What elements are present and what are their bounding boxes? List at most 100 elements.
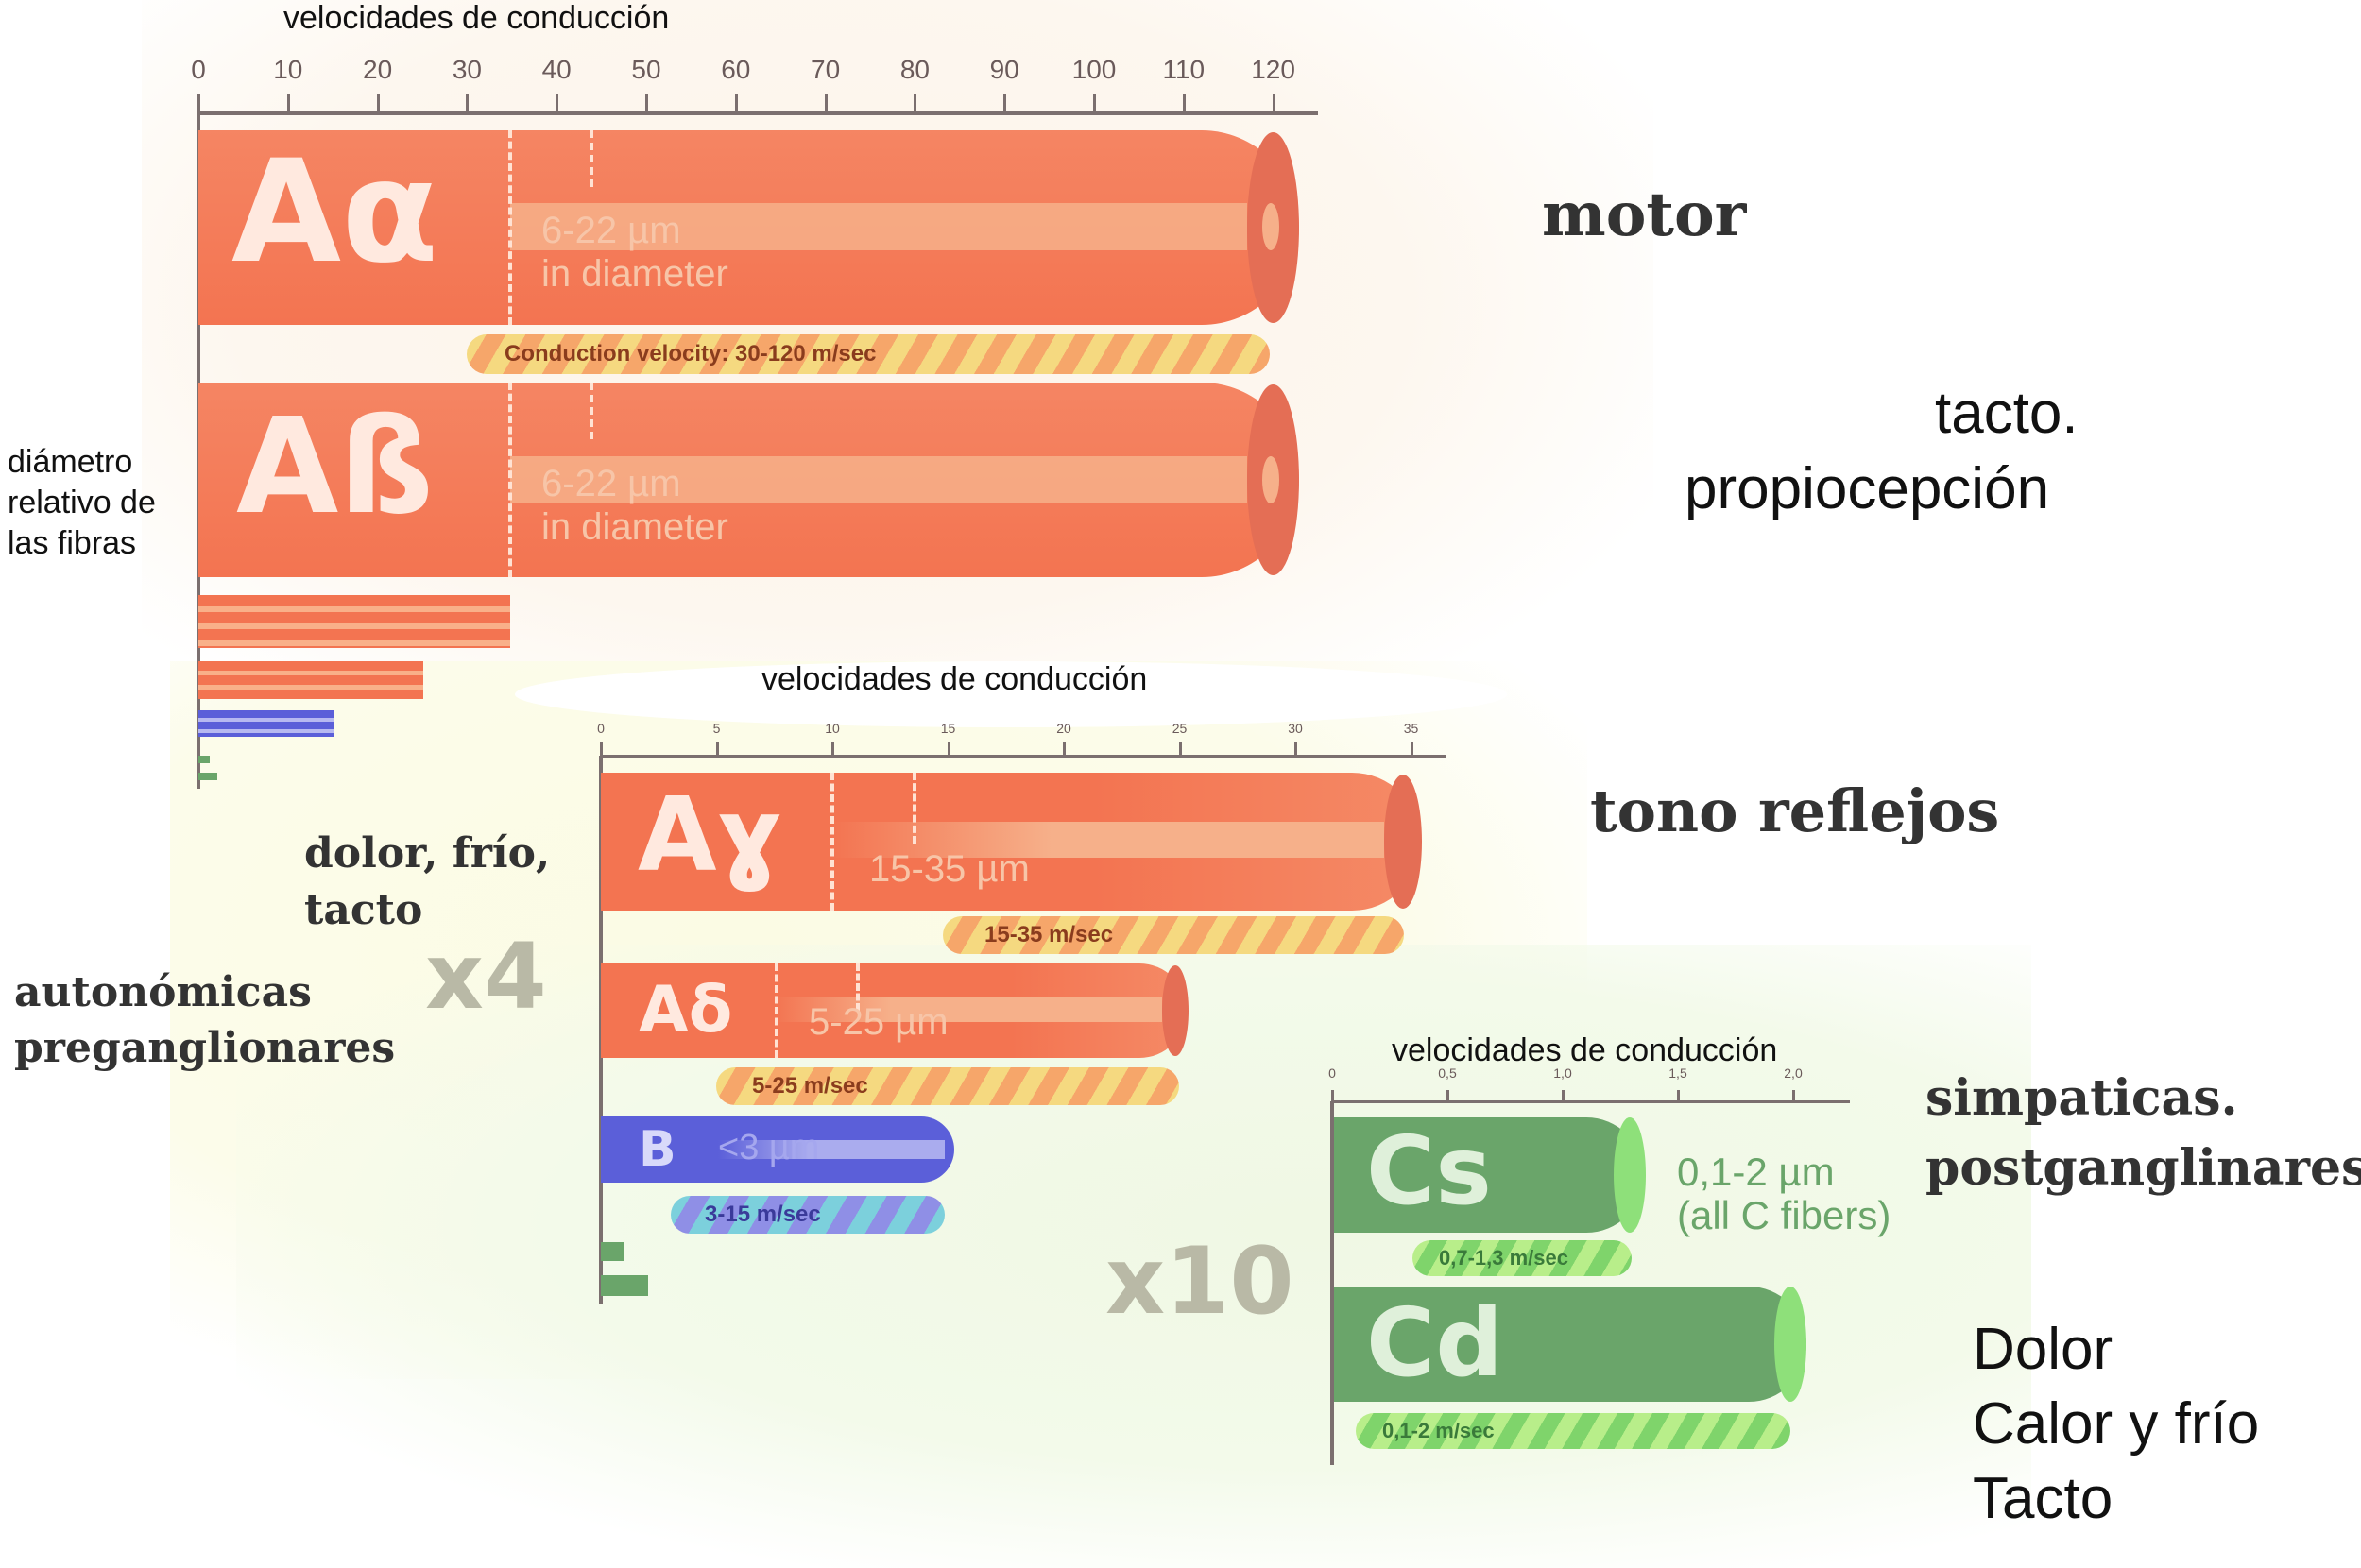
diameter-note-line-2: relativo de	[8, 485, 156, 520]
axis-tick	[715, 742, 719, 756]
label-x4: x4	[425, 924, 547, 1030]
axis-tick-label: 20	[1056, 721, 1071, 736]
fiber-cs-end-cap	[1614, 1117, 1646, 1233]
fiber-a-alpha-diameter: 6-22 µm	[541, 210, 681, 251]
chart-3-title: velocidades de conducción	[1392, 1032, 1778, 1068]
fiber-b-velocity-text: 3-15 m/sec	[705, 1202, 821, 1227]
axis-tick	[1182, 94, 1186, 113]
fiber-a-delta-end-cap	[1162, 965, 1189, 1056]
fiber-cd-end-cap	[1774, 1287, 1806, 1402]
axis-tick	[1272, 94, 1275, 113]
fiber-a-gamma-label: Aɣ	[638, 776, 783, 895]
fiber-a-alpha-label: Aα	[231, 130, 439, 295]
label-autonomicas-line1: autonómicas	[14, 968, 312, 1016]
fiber-a-delta-dash-1	[775, 963, 778, 1058]
fiber-a-gamma-dash-2	[913, 773, 916, 844]
chart-1-axis-line	[198, 111, 1318, 115]
fiber-a-alpha-velocity-text: Conduction velocity: 30-120 m/sec	[505, 341, 877, 366]
axis-tick	[1178, 742, 1182, 756]
c-diameter-note-line-1: 0,1-2 µm	[1677, 1150, 1835, 1194]
chart-1-title: velocidades de conducción	[283, 0, 670, 36]
chart-2-title: velocidades de conducción	[761, 661, 1148, 697]
axis-tick-label: 0,5	[1438, 1065, 1457, 1081]
axis-tick-label: 60	[721, 55, 751, 84]
fiber-a-delta-velocity-text: 5-25 m/sec	[752, 1073, 868, 1099]
relative-bar-a-gamma	[198, 595, 510, 648]
axis-tick	[1294, 742, 1297, 756]
relative-bar-b	[198, 710, 334, 737]
axis-tick-label: 100	[1071, 55, 1117, 84]
axis-tick-label: 30	[1288, 721, 1303, 736]
fiber-a-beta-dash-1	[508, 383, 512, 577]
label-tacto-line1: tacto.	[1935, 381, 2079, 446]
fiber-a-beta-label: Aß	[236, 390, 435, 544]
fiber-a-gamma-diameter: 15-35 µm	[869, 848, 1030, 890]
axis-tick-label: 15	[940, 721, 956, 736]
label-c-line2: Calor y frío	[1973, 1391, 2260, 1457]
label-tono-reflejos: tono reflejos	[1590, 776, 2000, 845]
axis-tick	[1063, 742, 1066, 756]
fiber-cs-velocity-text: 0,7-1,3 m/sec	[1439, 1246, 1568, 1270]
fiber-b-label: B	[639, 1121, 676, 1178]
fiber-cd-label: Cd	[1366, 1287, 1503, 1398]
axis-tick	[1093, 94, 1096, 113]
axis-tick-label: 120	[1251, 55, 1295, 84]
diameter-note-line-3: las fibras	[8, 525, 137, 561]
label-autonomicas-line2: preganglionares	[14, 1024, 396, 1072]
label-simpaticas-line1: simpaticas.	[1925, 1069, 2238, 1127]
fiber-a-beta-diameter-line2: in diameter	[541, 506, 728, 548]
label-x10: x10	[1105, 1228, 1294, 1336]
fiber-a-gamma-core	[831, 822, 1384, 858]
fiber-a-alpha-core	[510, 203, 1247, 250]
axis-tick	[824, 94, 828, 113]
c-diameter-note-line-2: (all C fibers)	[1677, 1193, 1891, 1237]
fiber-a-gamma-velocity-pill: 15-35 m/sec	[943, 916, 1404, 954]
fiber-a-alpha-diameter-line2: in diameter	[541, 253, 728, 295]
relative-bar-c-2	[198, 773, 217, 780]
chart-2-c-bar-1	[601, 1242, 624, 1261]
axis-tick	[466, 94, 470, 113]
axis-tick	[286, 94, 290, 113]
fiber-a-beta-core	[510, 456, 1247, 503]
axis-tick-label: 10	[273, 55, 303, 84]
axis-tick	[645, 94, 648, 113]
axis-tick	[376, 94, 380, 113]
label-tacto-line2: propiocepción	[1685, 456, 2050, 521]
fiber-a-gamma-velocity-text: 15-35 m/sec	[984, 922, 1114, 947]
fiber-b-diameter: <3 µm	[718, 1128, 820, 1167]
axis-tick	[914, 94, 917, 113]
axis-tick	[1331, 1090, 1334, 1101]
fiber-cs-label: Cs	[1366, 1116, 1492, 1226]
fiber-a-gamma-dash-1	[830, 773, 834, 911]
diameter-note: diámetro relativo de las fibras	[8, 442, 156, 564]
axis-tick	[734, 94, 738, 113]
fiber-a-alpha-dash-1	[508, 130, 512, 325]
axis-tick	[831, 742, 834, 756]
fiber-a-delta-diameter: 5-25 µm	[809, 1001, 949, 1043]
axis-tick	[1446, 1090, 1449, 1101]
axis-tick	[556, 94, 559, 113]
label-dolor-line2: tacto	[304, 886, 423, 934]
axis-tick-label: 80	[899, 55, 930, 84]
axis-tick-label: 0	[597, 721, 605, 736]
axis-tick	[1003, 94, 1007, 113]
axis-tick-label: 0	[1328, 1065, 1336, 1081]
chart-3-vertical-axis	[1330, 1101, 1334, 1465]
chart-2-axis-line	[601, 755, 1446, 758]
axis-tick-label: 1,0	[1553, 1065, 1572, 1081]
axis-tick	[947, 742, 950, 756]
fiber-cd-velocity-text: 0,1-2 m/sec	[1382, 1419, 1495, 1442]
fiber-a-beta-diameter: 6-22 µm	[541, 463, 681, 504]
label-c-line3: Tacto	[1973, 1466, 2113, 1531]
axis-tick-label: 30	[452, 55, 482, 84]
axis-tick-label: 1,5	[1668, 1065, 1687, 1081]
axis-tick-label: 35	[1403, 721, 1419, 736]
fiber-a-beta-dash-2	[590, 383, 593, 439]
axis-tick-label: 110	[1162, 55, 1206, 84]
fiber-a-beta-end-dot	[1262, 456, 1279, 503]
axis-tick	[1792, 1090, 1795, 1101]
label-c-line1: Dolor	[1973, 1317, 2113, 1382]
fiber-cs	[1334, 1117, 1644, 1233]
chart-3-axis-line	[1332, 1100, 1850, 1103]
axis-tick	[1677, 1090, 1680, 1101]
